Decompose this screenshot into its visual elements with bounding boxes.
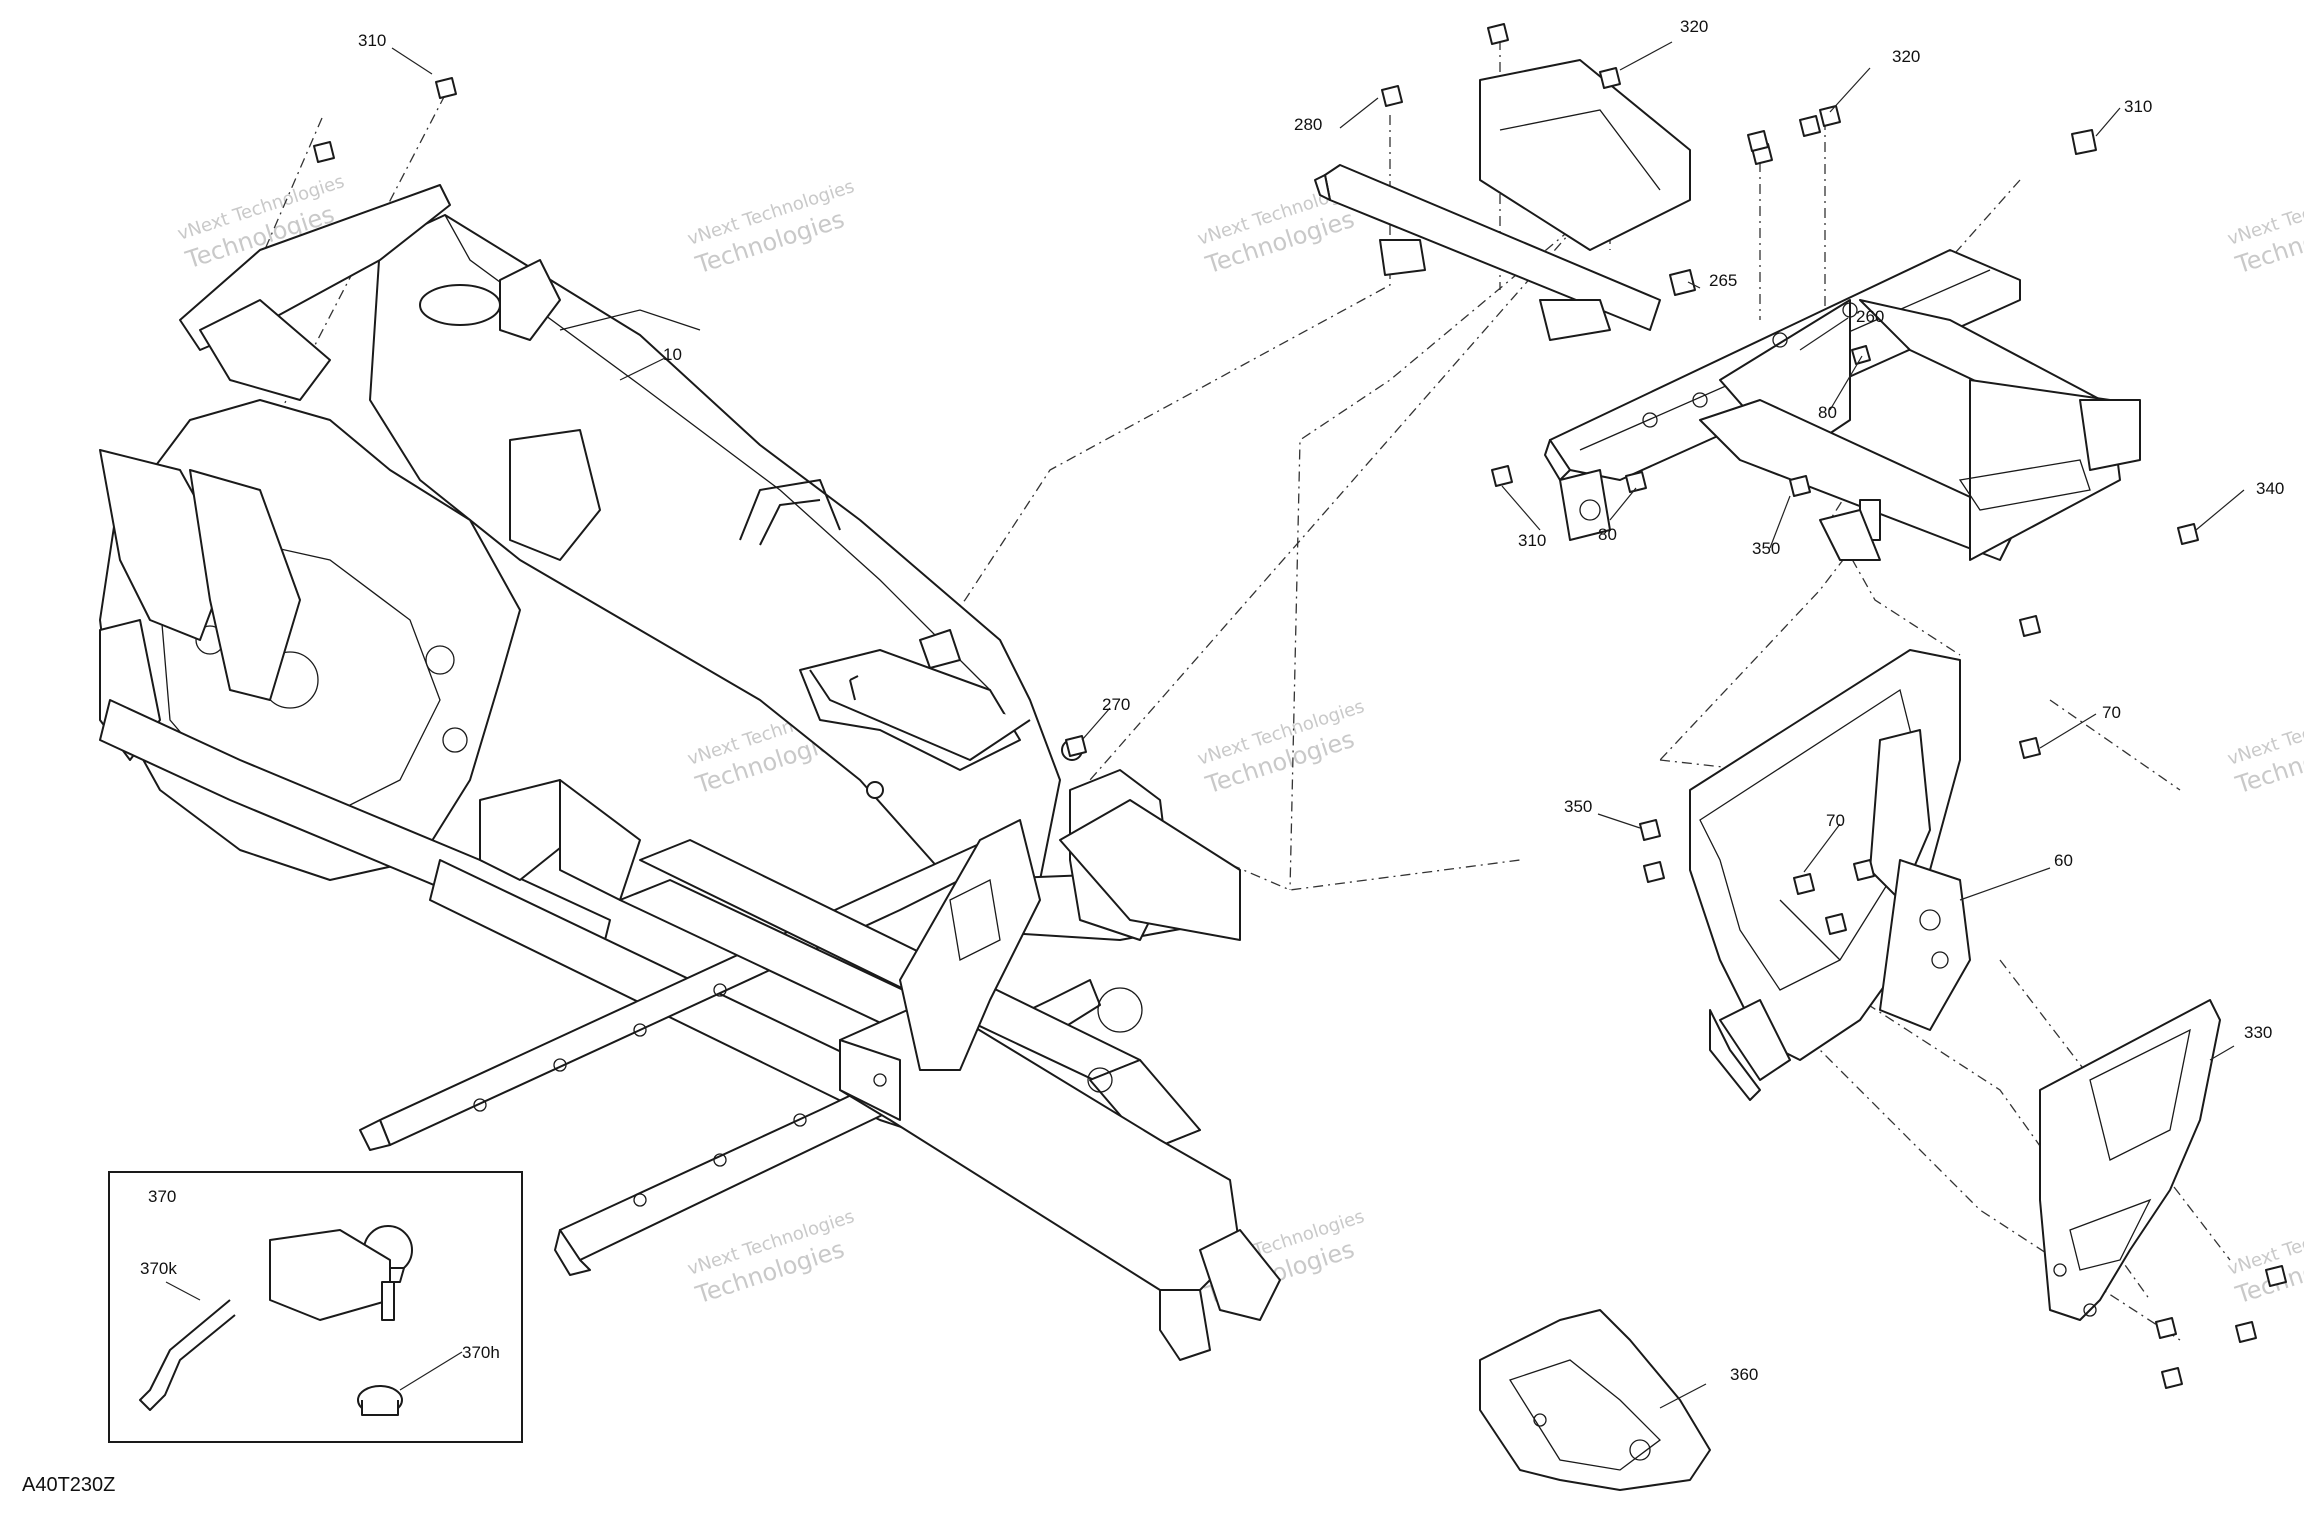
nut-icon: [1825, 913, 1847, 935]
bolt-icon: [2155, 1317, 2177, 1339]
rear-bracket-60: [1689, 649, 1971, 1101]
callout-70: 70: [2102, 703, 2121, 722]
leader-lines: [165, 41, 2245, 1409]
diagram-id: A40T230Z: [22, 1474, 116, 1496]
callout-320: 320: [1680, 17, 1708, 36]
nut-icon: [1599, 67, 1621, 89]
callout-370h: 370h: [462, 1343, 500, 1362]
bracket-360: [1479, 1309, 1711, 1491]
nut-icon: [1853, 859, 1875, 881]
nut-icon: [1491, 465, 1513, 487]
plate-330: [2039, 999, 2221, 1321]
callout-360: 360: [1730, 1365, 1758, 1384]
callout-10: 10: [663, 345, 682, 364]
callout-370: 370: [148, 1187, 176, 1206]
nut-icon: [1643, 861, 1665, 883]
callout-370k: 370k: [140, 1259, 177, 1278]
callout-70: 70: [1826, 811, 1845, 830]
detail-inset-370: [108, 1171, 523, 1443]
callout-80: 80: [1818, 403, 1837, 422]
bolt-icon: [1669, 269, 1696, 296]
callout-310: 310: [2124, 97, 2152, 116]
callout-330: 330: [2244, 1023, 2272, 1042]
nut-icon: [1639, 819, 1661, 841]
callout-340: 340: [2256, 479, 2284, 498]
callout-60: 60: [2054, 851, 2073, 870]
callout-labels: 310 10 280 320 320 310 265 260 80 310 80…: [140, 17, 2284, 1384]
callout-310: 310: [358, 31, 386, 50]
nut-icon: [2071, 129, 2097, 155]
nut-icon: [435, 77, 457, 99]
hitch-pin: [139, 1299, 236, 1411]
callout-80: 80: [1598, 525, 1617, 544]
callout-280: 280: [1294, 115, 1322, 134]
callout-265: 265: [1709, 271, 1737, 290]
main-frame-10: [99, 184, 1281, 1361]
rear-frame-section: [1314, 59, 2141, 561]
callout-350: 350: [1752, 539, 1780, 558]
bolt-icon: [2019, 737, 2041, 759]
bolt-icon: [2235, 1321, 2257, 1343]
callout-320: 320: [1892, 47, 1920, 66]
hardware-fasteners: [313, 23, 2287, 1389]
nut-icon: [1625, 471, 1647, 493]
bolt-icon: [2019, 615, 2041, 637]
callout-310: 310: [1518, 531, 1546, 550]
bolt-icon: [2177, 523, 2199, 545]
nut-icon: [1065, 735, 1087, 757]
nut-icon: [1799, 115, 1821, 137]
nut-icon: [1789, 475, 1811, 497]
callout-350: 350: [1564, 797, 1592, 816]
nut-icon: [313, 141, 335, 163]
nut-icon: [1487, 23, 1509, 45]
nut-icon: [1819, 105, 1841, 127]
nut-icon: [1381, 85, 1403, 107]
bolt-icon: [1793, 873, 1815, 895]
bolt-icon: [2161, 1367, 2183, 1389]
bolt-icon: [2265, 1265, 2287, 1287]
callout-260: 260: [1856, 307, 1884, 326]
nut-icon: [1747, 130, 1769, 152]
callout-270: 270: [1102, 695, 1130, 714]
nut-icon: [1851, 345, 1871, 365]
